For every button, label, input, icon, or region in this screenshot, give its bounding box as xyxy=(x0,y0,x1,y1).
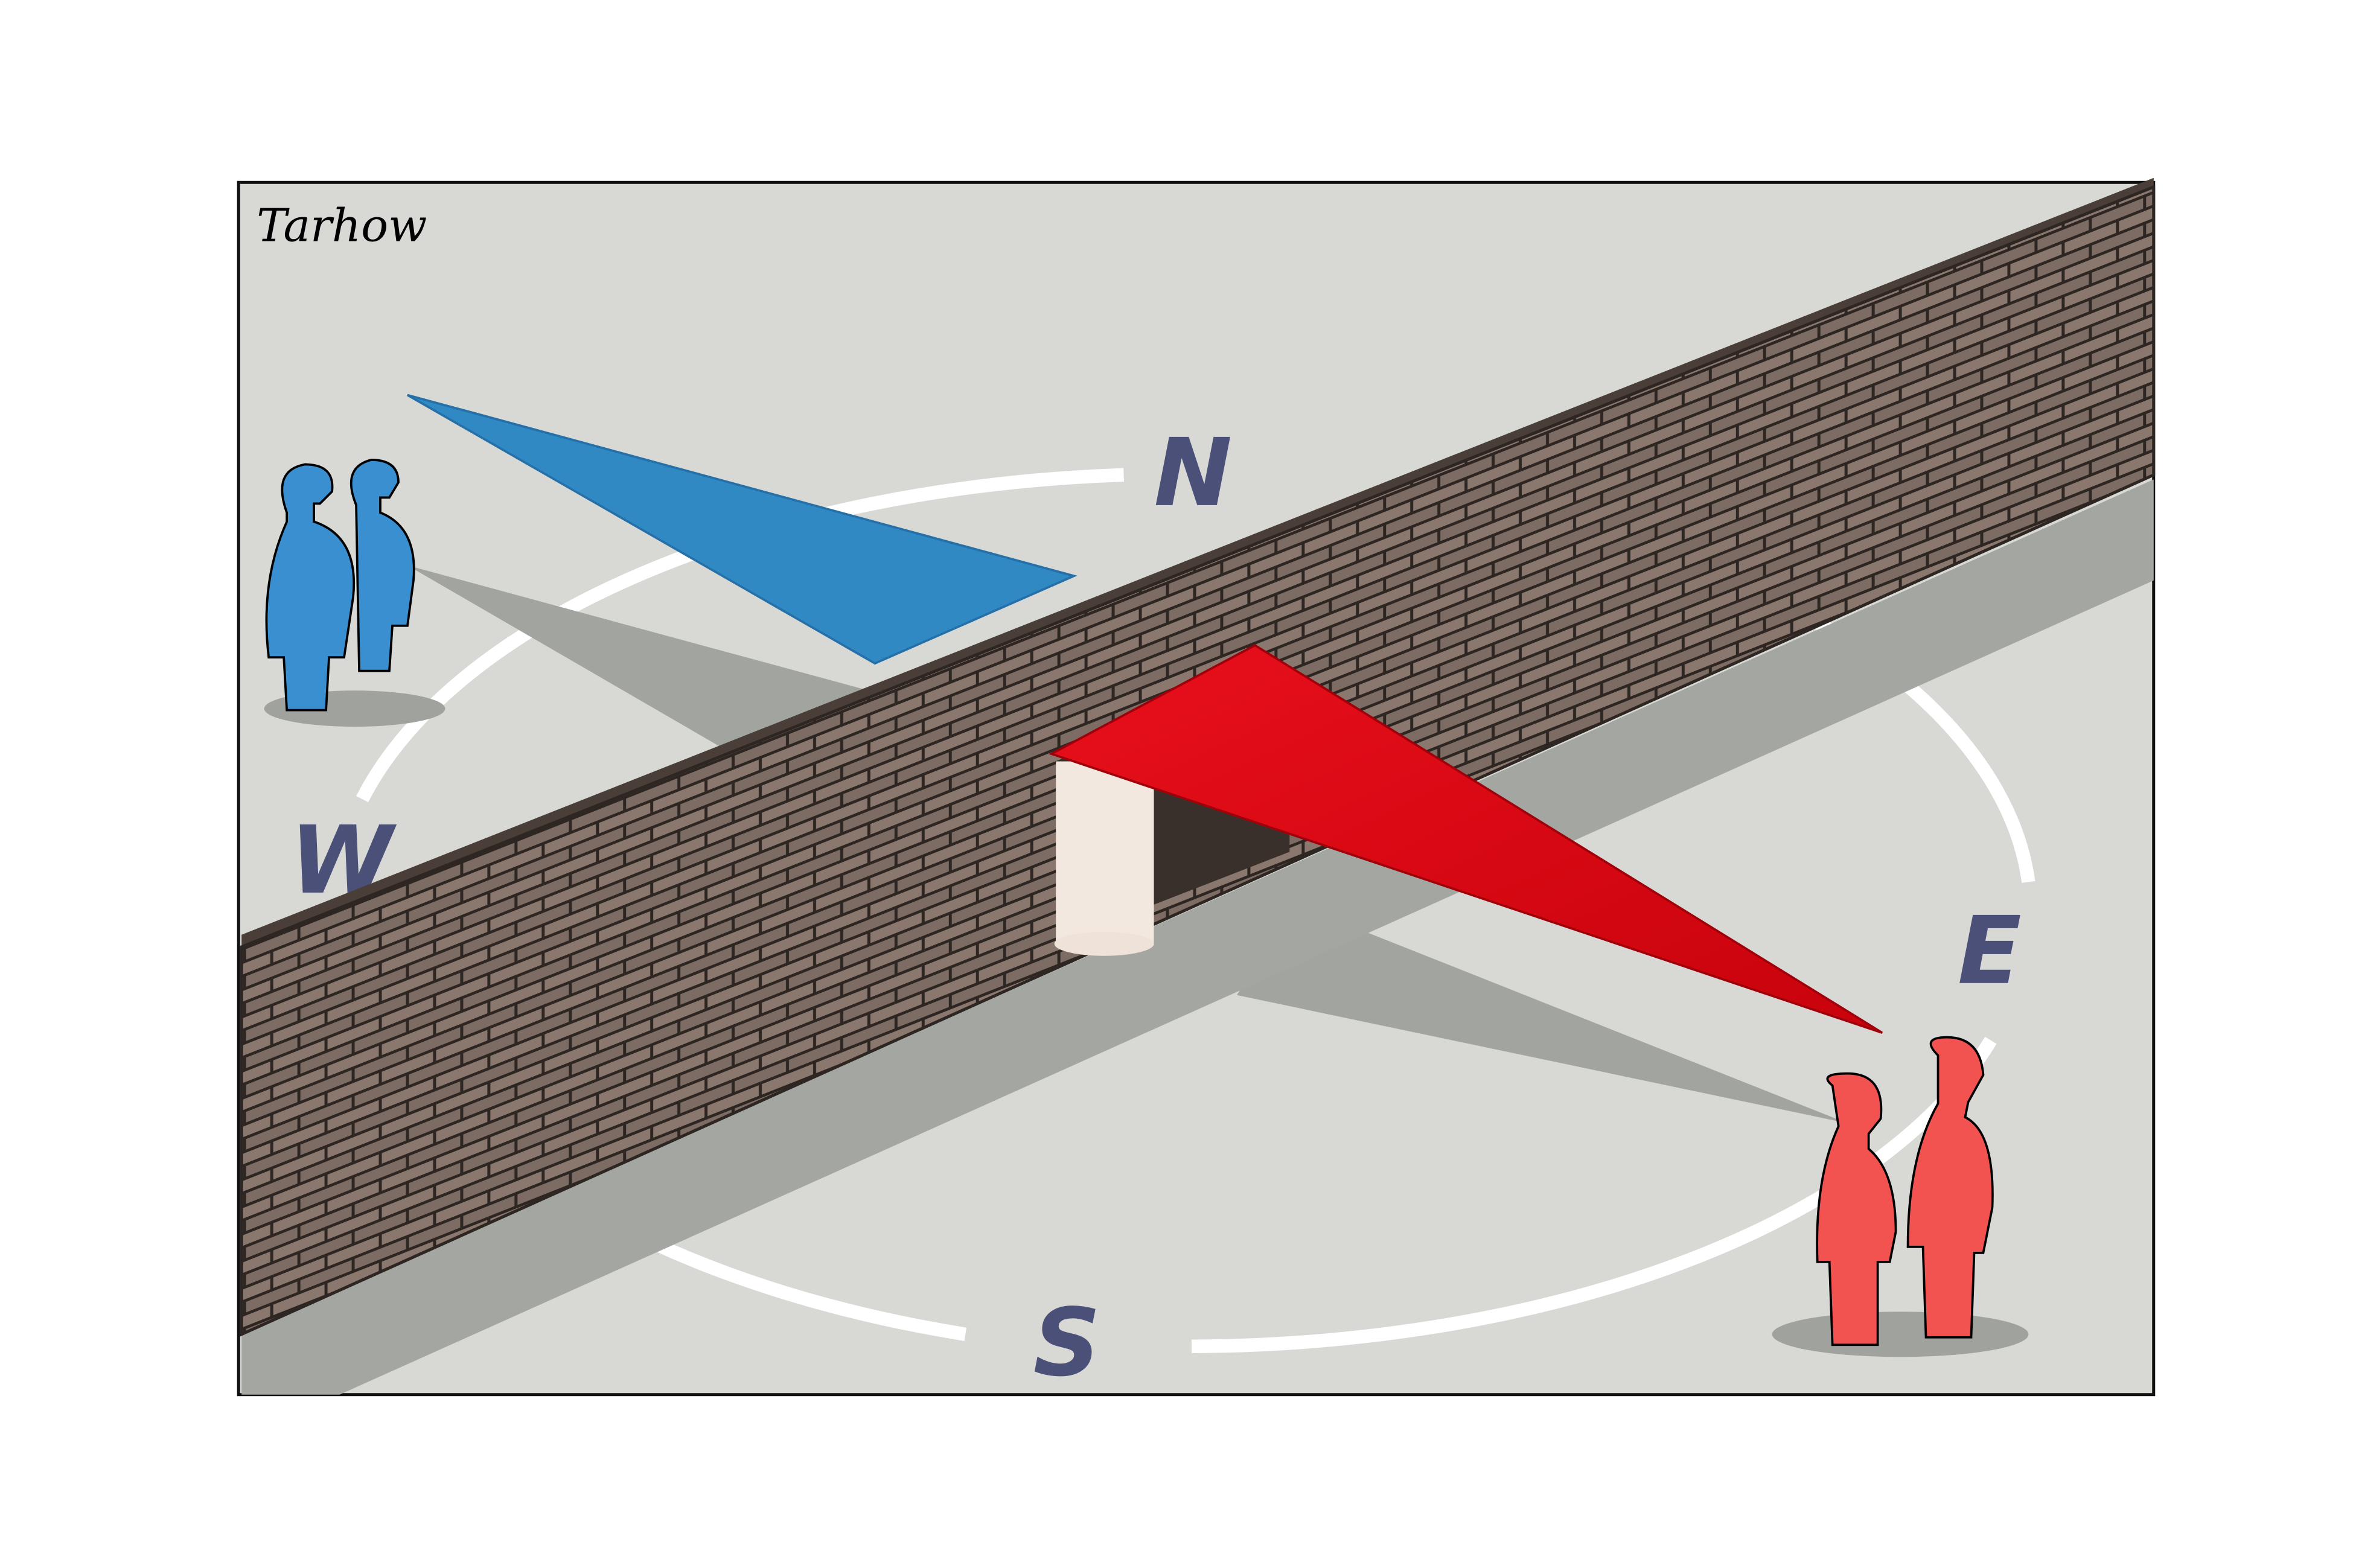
needle-pivot-pillar xyxy=(1056,761,1154,946)
pillar-base xyxy=(1054,931,1154,956)
red-people xyxy=(1772,1036,2029,1357)
blue-people xyxy=(264,459,445,727)
red-needle xyxy=(1048,644,1883,1034)
compass-north-label: N xyxy=(1154,418,1233,527)
artist-signature: Tarhow xyxy=(257,199,427,252)
compass-south-label: S xyxy=(1033,1288,1101,1397)
blue-needle xyxy=(407,394,1078,665)
wall-shadow xyxy=(241,479,2154,1395)
red-needle-shadow xyxy=(1236,904,1848,1124)
compass-east-label: E xyxy=(1958,896,2022,1005)
